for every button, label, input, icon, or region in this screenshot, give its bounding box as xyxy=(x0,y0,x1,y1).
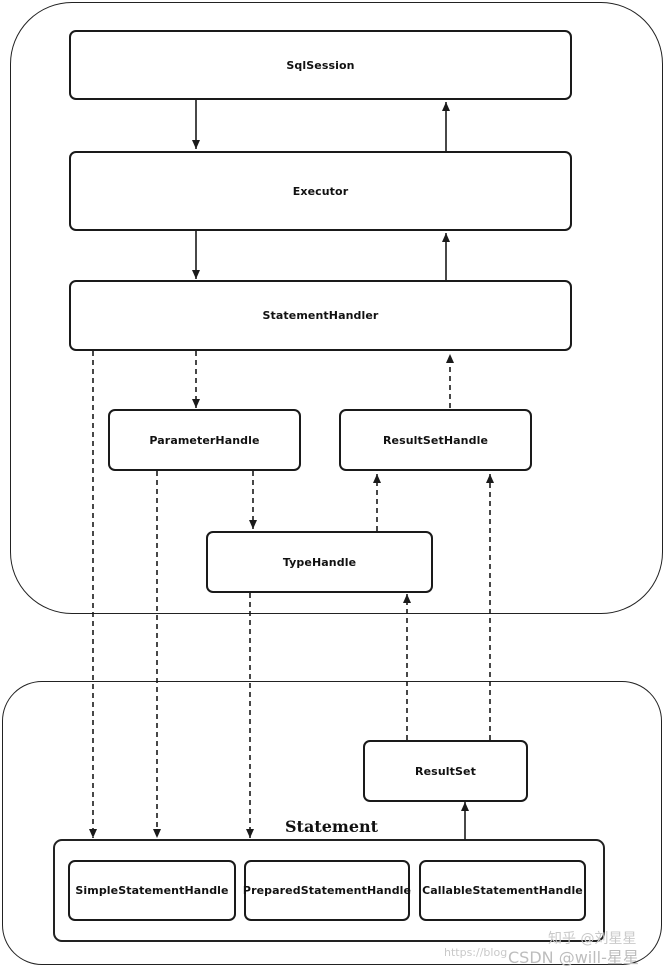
executor-label: Executor xyxy=(292,184,349,198)
result-set-handle-label: ResultSetHandle xyxy=(382,433,489,447)
statement-handler-label: StatementHandler xyxy=(262,309,379,322)
parameter-handle-label: ParameterHandle xyxy=(149,433,260,447)
watermark-zhihu: 知乎 @刘星星 xyxy=(548,931,637,947)
result-set-handle-box: ResultSetHandle xyxy=(339,409,532,471)
result-set-label: ResultSet xyxy=(415,764,476,778)
statement-group-label: Statement xyxy=(285,817,379,836)
result-set-box: ResultSet xyxy=(363,740,528,802)
executor-box: Executor xyxy=(69,151,572,231)
simple-statement-handle-label: SimpleStatementHandle xyxy=(75,884,229,897)
type-handle-label: TypeHandle xyxy=(282,555,357,569)
statement-group xyxy=(53,839,605,942)
upper-container xyxy=(10,2,663,614)
watermark-csdn: CSDN @will-星星 xyxy=(508,948,639,967)
callable-statement-handle-label: CallableStatementHandle xyxy=(422,884,583,897)
prepared-statement-handle-box: PreparedStatementHandle xyxy=(242,860,412,921)
watermark-blog: https://blog xyxy=(444,946,508,959)
type-handle-box: TypeHandle xyxy=(206,531,433,593)
statement-handler-box: StatementHandler xyxy=(69,280,572,351)
simple-statement-handle-box: SimpleStatementHandle xyxy=(68,860,236,921)
prepared-statement-handle-label: PreparedStatementHandle xyxy=(242,884,412,897)
sql-session-label: SqlSession xyxy=(286,58,355,72)
callable-statement-handle-box: CallableStatementHandle xyxy=(419,860,586,921)
lower-container xyxy=(2,681,662,965)
sql-session-box: SqlSession xyxy=(69,30,572,100)
parameter-handle-box: ParameterHandle xyxy=(108,409,301,471)
